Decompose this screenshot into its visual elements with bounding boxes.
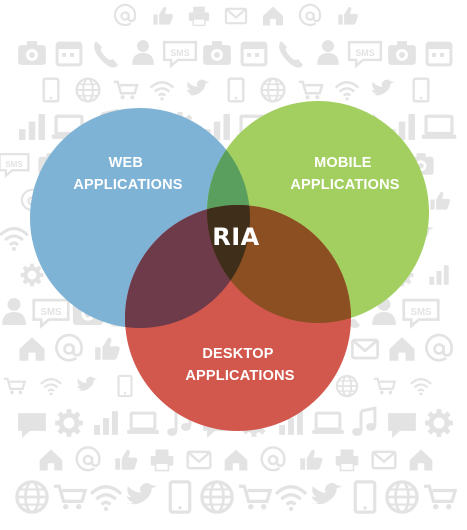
desktop-label-line-2: APPLICATIONS xyxy=(185,368,294,384)
sms-icon-text: SMS xyxy=(41,307,63,318)
web-label-line-1: WEB xyxy=(109,155,143,171)
sms-icon-text: SMS xyxy=(5,160,23,169)
sms-icon-text: SMS xyxy=(411,307,433,318)
sms-icon-text: SMS xyxy=(170,48,189,58)
desktop-applications-label: DESKTOP APPLICATIONS xyxy=(185,346,294,384)
ria-center-label: RIA xyxy=(212,223,259,251)
sms-icon-text: SMS xyxy=(355,48,374,58)
mobile-applications-label: MOBILE APPLICATIONS xyxy=(290,155,399,193)
web-applications-label: WEB APPLICATIONS xyxy=(73,155,182,193)
mobile-label-line-1: MOBILE xyxy=(314,155,372,171)
desktop-label-line-1: DESKTOP xyxy=(202,346,273,362)
mobile-label-line-2: APPLICATIONS xyxy=(290,177,399,193)
web-label-line-2: APPLICATIONS xyxy=(73,177,182,193)
